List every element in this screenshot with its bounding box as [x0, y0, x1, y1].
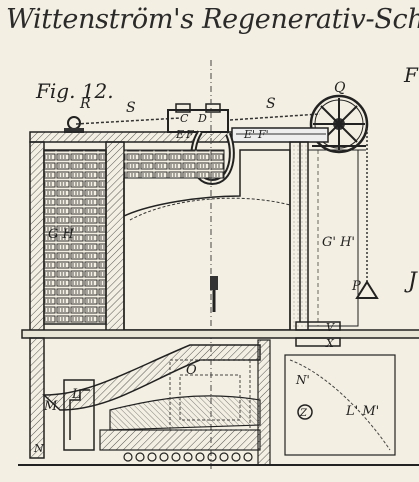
lower-flue: [109, 395, 261, 431]
chamber-lm: [284, 354, 396, 456]
label-gh: G H: [48, 227, 75, 242]
arch-dash: [129, 197, 291, 221]
pulley-wheel-q: [309, 94, 369, 154]
valve-cap: [175, 103, 191, 113]
label-e: E: [175, 128, 184, 141]
label-n2: N': [295, 373, 310, 387]
valve-v: [295, 321, 341, 331]
inner-wall: [105, 141, 125, 333]
label-o: O: [186, 363, 197, 378]
label-e2: E': [243, 128, 255, 141]
label-d: D: [197, 112, 207, 125]
circle-z: [297, 404, 313, 420]
top-slab-right: [231, 127, 329, 143]
lower-column: [257, 339, 271, 466]
label-v: V: [326, 321, 335, 334]
base-slab: [99, 429, 261, 451]
valve-cap-2: [205, 103, 221, 113]
lever-head: [210, 276, 218, 290]
label-s2: S: [266, 96, 276, 112]
figure-label: Fig. 12.: [35, 79, 114, 103]
curve-dash: [289, 359, 391, 451]
label-gh2: G' H': [322, 235, 355, 250]
ring-mount: [64, 128, 84, 133]
right-chamber: [307, 149, 359, 327]
dash-box: [169, 359, 251, 431]
dash-box-2: [179, 374, 241, 421]
label-p: P: [351, 279, 361, 294]
edge-letter: F: [403, 63, 419, 87]
lower-left-wall: [29, 337, 45, 459]
mid-platform: [21, 329, 419, 339]
grate-circles: [123, 452, 253, 462]
left-wall: [29, 141, 45, 333]
label-n: N: [33, 442, 44, 455]
label-x: X: [325, 337, 335, 350]
label-q: Q: [334, 80, 346, 96]
label-z: Z: [299, 408, 308, 419]
label-lm2: L' M': [345, 404, 379, 419]
chamber-l: [63, 379, 95, 451]
valve-x: [295, 337, 341, 347]
right-column: [289, 141, 309, 333]
label-c: C: [180, 112, 189, 125]
label-f2: F': [257, 128, 269, 141]
chain-s-left: [75, 117, 181, 125]
plate-title: Wittenström's Regenerativ-Schm: [6, 4, 419, 35]
ring-r: [67, 116, 81, 130]
step-line: [69, 389, 90, 440]
checker-bricks: [43, 149, 107, 325]
edge-mark: J: [404, 269, 418, 294]
counterweight-p: [355, 280, 379, 299]
label-r: R: [79, 96, 91, 112]
label-s: S: [126, 100, 136, 116]
upper-checker: [123, 149, 225, 179]
chain-s-right: [229, 113, 321, 121]
label-m: M: [43, 399, 58, 414]
label-f: F: [185, 128, 194, 141]
label-l: L: [71, 387, 81, 402]
